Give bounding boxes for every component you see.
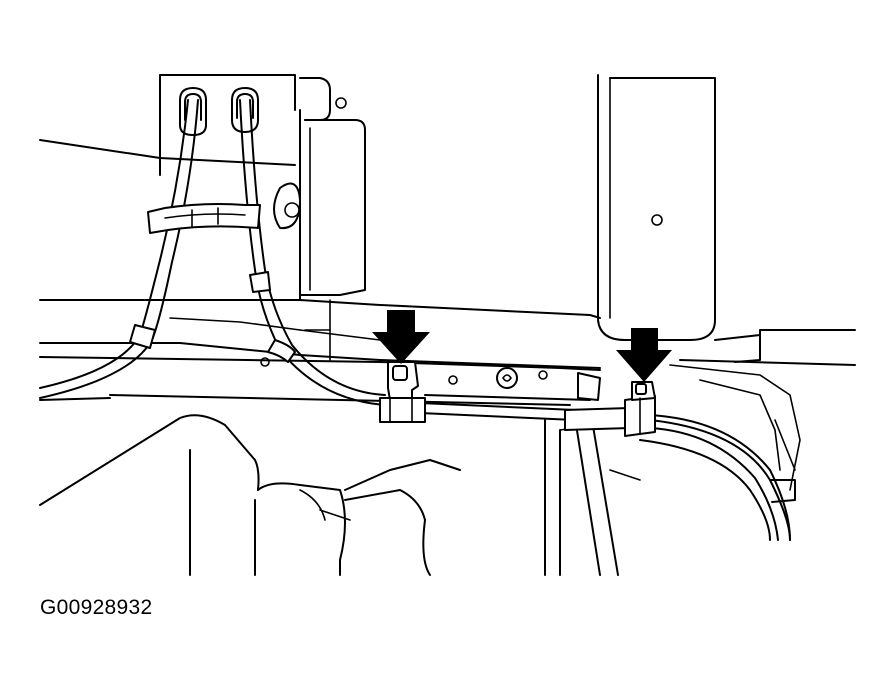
cable-grommets bbox=[179, 87, 259, 136]
cable-clip-right bbox=[564, 381, 656, 437]
body-panels bbox=[39, 74, 856, 576]
cable-strap bbox=[147, 203, 261, 234]
cable-clip-left bbox=[379, 361, 426, 423]
figure-id-label: G00928932 bbox=[40, 596, 153, 619]
arrow-right-clip bbox=[616, 328, 672, 382]
arrow-left-clip bbox=[372, 310, 430, 364]
brake-cables bbox=[39, 99, 791, 541]
